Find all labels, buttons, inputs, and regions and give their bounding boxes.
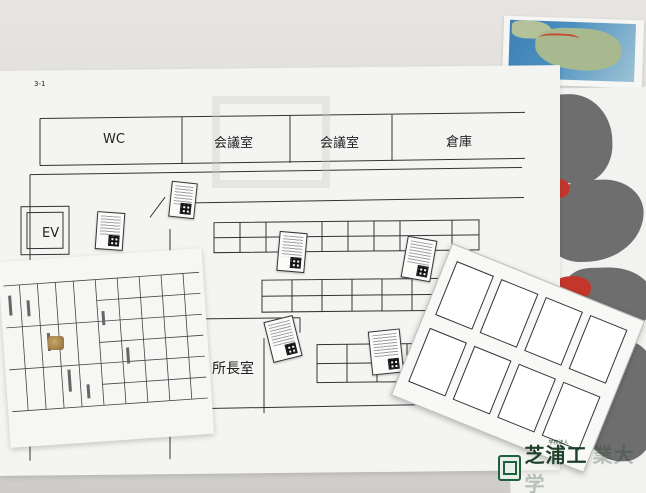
room-label-ev: EV [42, 226, 60, 241]
logo-faded-text: 業大学 [524, 443, 635, 493]
room-label-storage: 倉庫 [446, 135, 473, 150]
grid-worksheet-left [0, 248, 215, 448]
plan-corridor-line [29, 166, 523, 176]
plan-bottom-line [179, 403, 441, 410]
wooden-die[interactable] [48, 336, 64, 350]
game-card[interactable] [168, 180, 198, 220]
worksheet-grid-lines [3, 271, 208, 413]
logo-name: 芝浦工 [524, 443, 588, 467]
game-card[interactable] [367, 328, 405, 376]
university-seal-icon [498, 455, 521, 481]
page-number: 3-1 [34, 80, 46, 88]
room-label-wc: WC [103, 132, 125, 147]
faded-frame-watermark [212, 96, 330, 188]
plan-desk-row-line [177, 196, 525, 204]
game-card[interactable] [94, 211, 126, 251]
elevator-inner-box [26, 211, 64, 250]
map-route-line [539, 32, 580, 47]
elevator-box [20, 205, 70, 256]
room-label-meeting-2: 会議室 [320, 136, 360, 151]
room-label-meeting-1: 会議室 [214, 136, 254, 151]
room-label-director: 所長室 [212, 361, 254, 377]
logo-small-text: 学校法人 [548, 440, 569, 446]
game-card[interactable] [276, 230, 308, 274]
plan-room-bottom-wall [39, 157, 526, 167]
plan-top-wall [39, 111, 526, 120]
plan-door-swing [149, 196, 166, 218]
university-logo: 学校法人 芝浦工 業大学 [498, 440, 646, 493]
